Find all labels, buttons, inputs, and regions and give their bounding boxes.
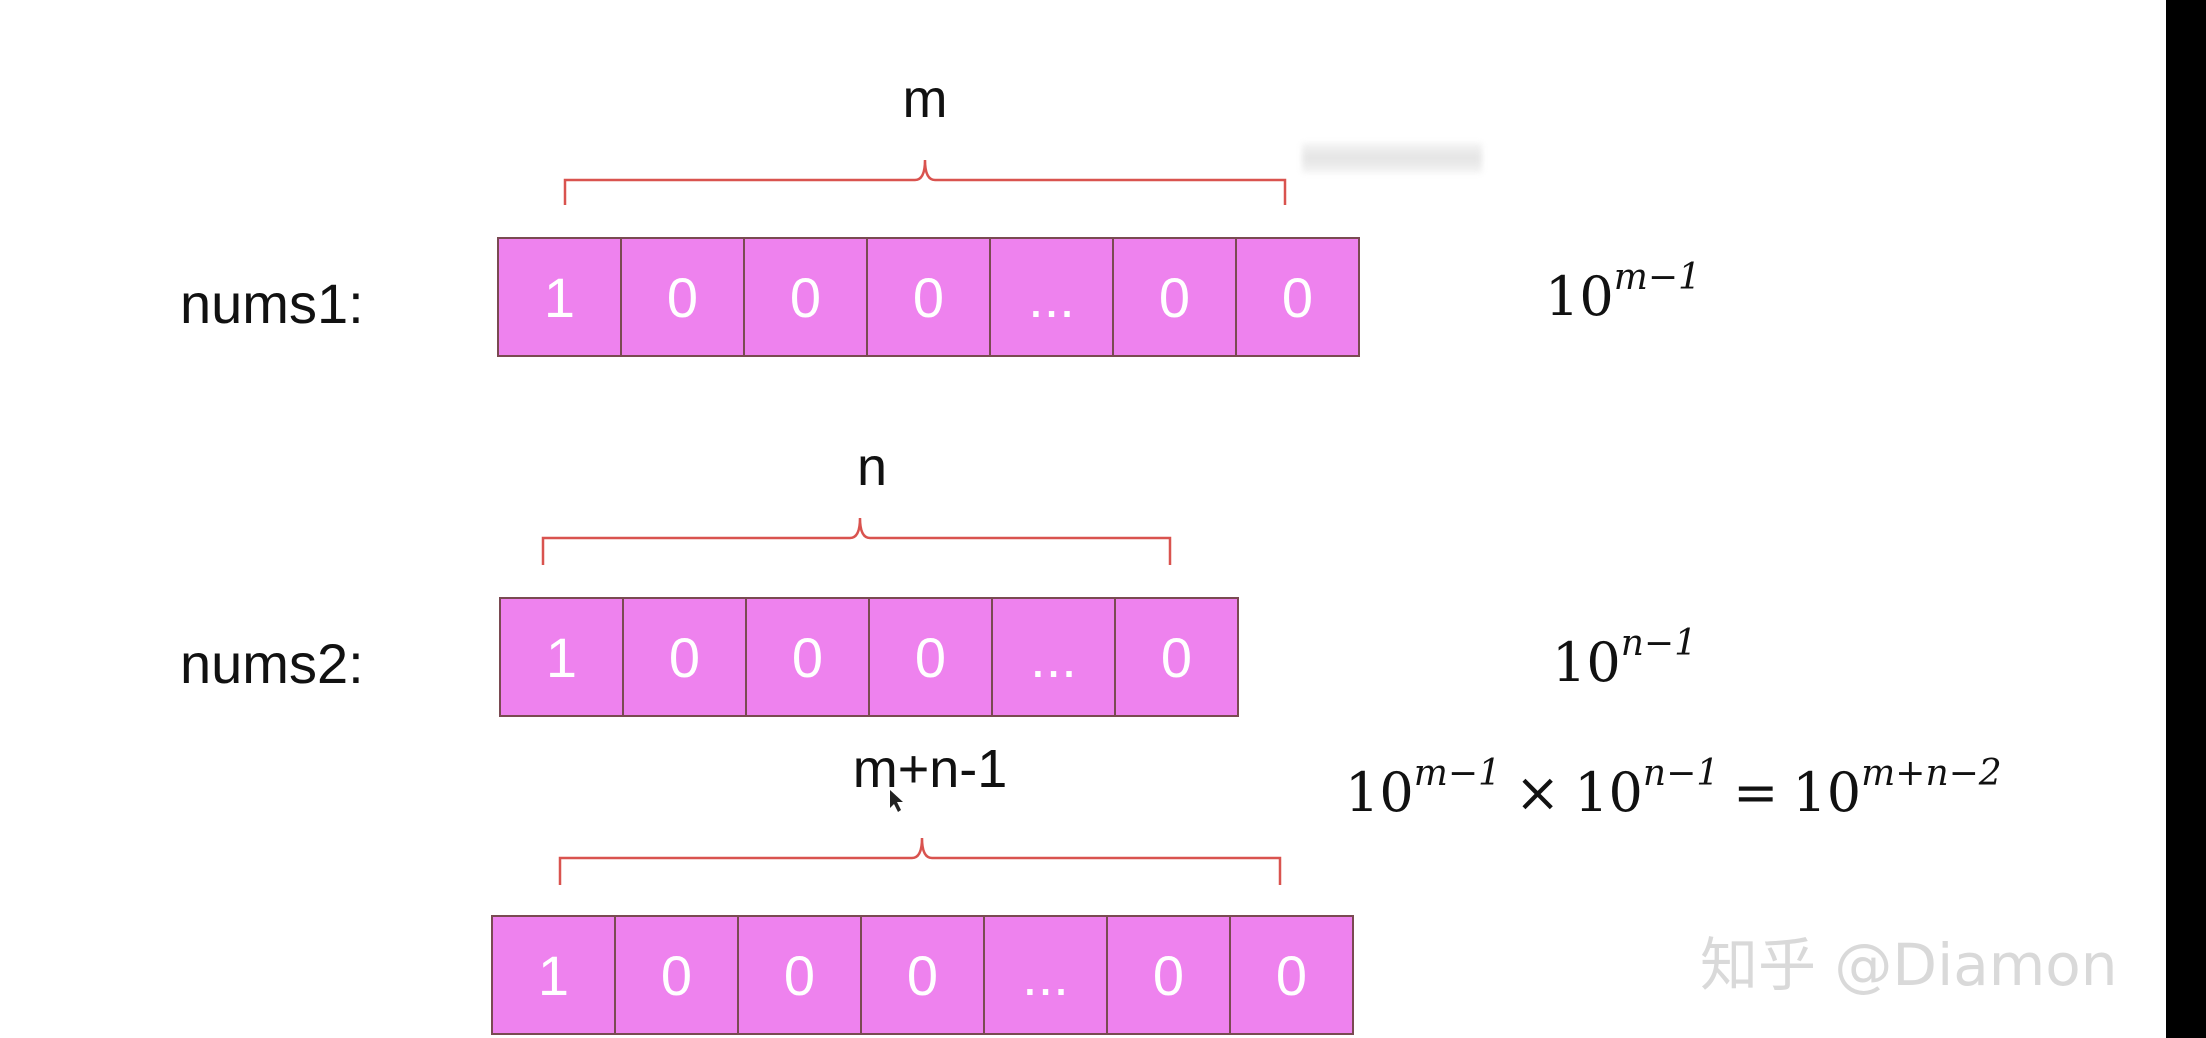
formula-exponent: m−1 bbox=[1613, 257, 1701, 298]
formula-base: 10 bbox=[1552, 631, 1621, 694]
result-array: 1 0 0 0 ... 0 0 bbox=[491, 915, 1354, 1035]
result-cell: 0 bbox=[737, 915, 862, 1035]
brace-m bbox=[563, 159, 1287, 205]
formula-nums1: 10m−1 bbox=[1545, 260, 1701, 324]
nums1-cell: 0 bbox=[743, 237, 868, 357]
result-cell: 0 bbox=[614, 915, 739, 1035]
nums2-cell: 0 bbox=[1114, 597, 1239, 717]
nums2-cell: 0 bbox=[622, 597, 747, 717]
nums1-cell: ... bbox=[989, 237, 1114, 357]
brace-mn1 bbox=[558, 837, 1282, 885]
nums1-cell: 0 bbox=[620, 237, 745, 357]
nums2-array: 1 0 0 0 ... 0 bbox=[499, 597, 1239, 717]
formula-base: 10 bbox=[1345, 761, 1414, 824]
formula-base: 10 bbox=[1574, 761, 1643, 824]
result-cell: 0 bbox=[1106, 915, 1231, 1035]
formula-exponent: m−1 bbox=[1413, 753, 1501, 794]
formula-exponent: n−1 bbox=[1620, 623, 1697, 664]
times-sign: × bbox=[1514, 761, 1561, 824]
nums2-cell: 0 bbox=[745, 597, 870, 717]
nums2-cell: 1 bbox=[499, 597, 624, 717]
nums2-cell: ... bbox=[991, 597, 1116, 717]
formula-exponent: m+n−2 bbox=[1861, 753, 2002, 794]
brace-label-n: n bbox=[856, 437, 888, 497]
nums1-label: nums1: bbox=[180, 272, 364, 335]
nums1-cell: 0 bbox=[1235, 237, 1360, 357]
result-cell: 1 bbox=[491, 915, 616, 1035]
nums1-cell: 0 bbox=[1112, 237, 1237, 357]
result-cell: ... bbox=[983, 915, 1108, 1035]
blurred-text-bar bbox=[1302, 143, 1482, 173]
right-edge-bar bbox=[2166, 0, 2206, 1038]
brace-label-mn1: m+n-1 bbox=[852, 739, 1008, 799]
formula-exponent: n−1 bbox=[1642, 753, 1720, 794]
formula-base: 10 bbox=[1545, 265, 1614, 328]
equals-sign: = bbox=[1733, 761, 1779, 824]
formula-product: 10m−1×10n−1=10m+n−2 bbox=[1345, 756, 2002, 820]
formula-base: 10 bbox=[1792, 761, 1862, 824]
result-cell: 0 bbox=[1229, 915, 1354, 1035]
brace-n bbox=[541, 517, 1172, 565]
nums2-label: nums2: bbox=[180, 632, 364, 695]
nums1-cell: 0 bbox=[866, 237, 991, 357]
nums1-array: 1 0 0 0 ... 0 0 bbox=[497, 237, 1360, 357]
brace-label-m: m bbox=[902, 69, 948, 129]
nums1-cell: 1 bbox=[497, 237, 622, 357]
watermark: 知乎 @Diamon bbox=[1700, 931, 2118, 999]
formula-nums2: 10n−1 bbox=[1552, 626, 1697, 690]
nums2-cell: 0 bbox=[868, 597, 993, 717]
result-cell: 0 bbox=[860, 915, 985, 1035]
